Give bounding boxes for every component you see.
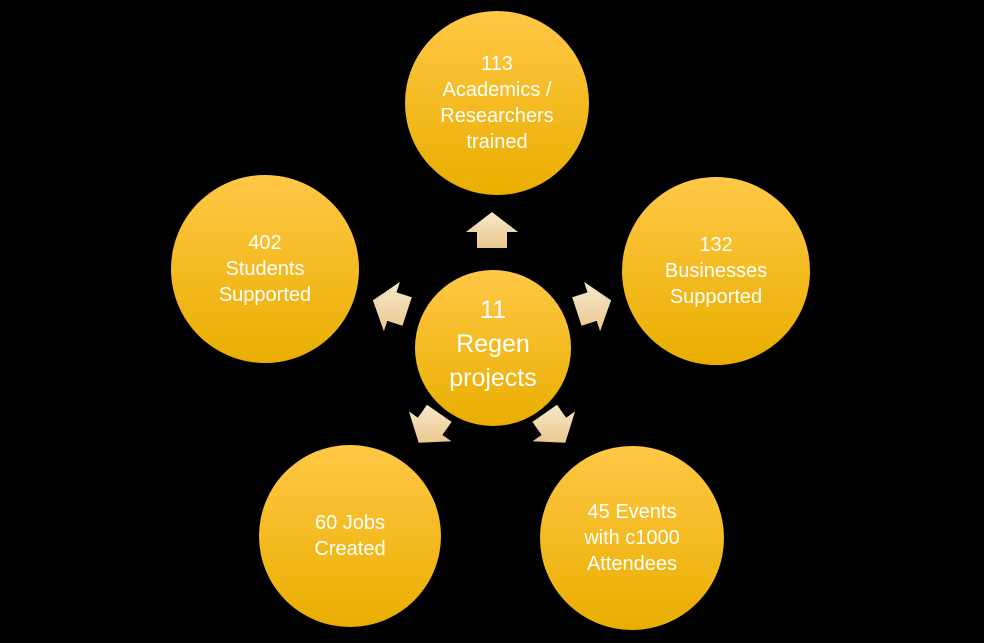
node-circle-students [171, 175, 359, 363]
node-circle-academics [405, 11, 589, 195]
node-circle-jobs [259, 445, 441, 627]
node-circle-businesses [622, 177, 810, 365]
node-circle-events [540, 446, 724, 630]
arrow-up-icon [466, 212, 518, 248]
arrow-upper-left-icon [372, 281, 412, 332]
arrow-upper-right-icon [572, 281, 612, 332]
arrow-lower-right-icon [532, 404, 576, 443]
center-circle-regen-projects [415, 270, 571, 426]
arrow-lower-left-icon [408, 404, 452, 443]
